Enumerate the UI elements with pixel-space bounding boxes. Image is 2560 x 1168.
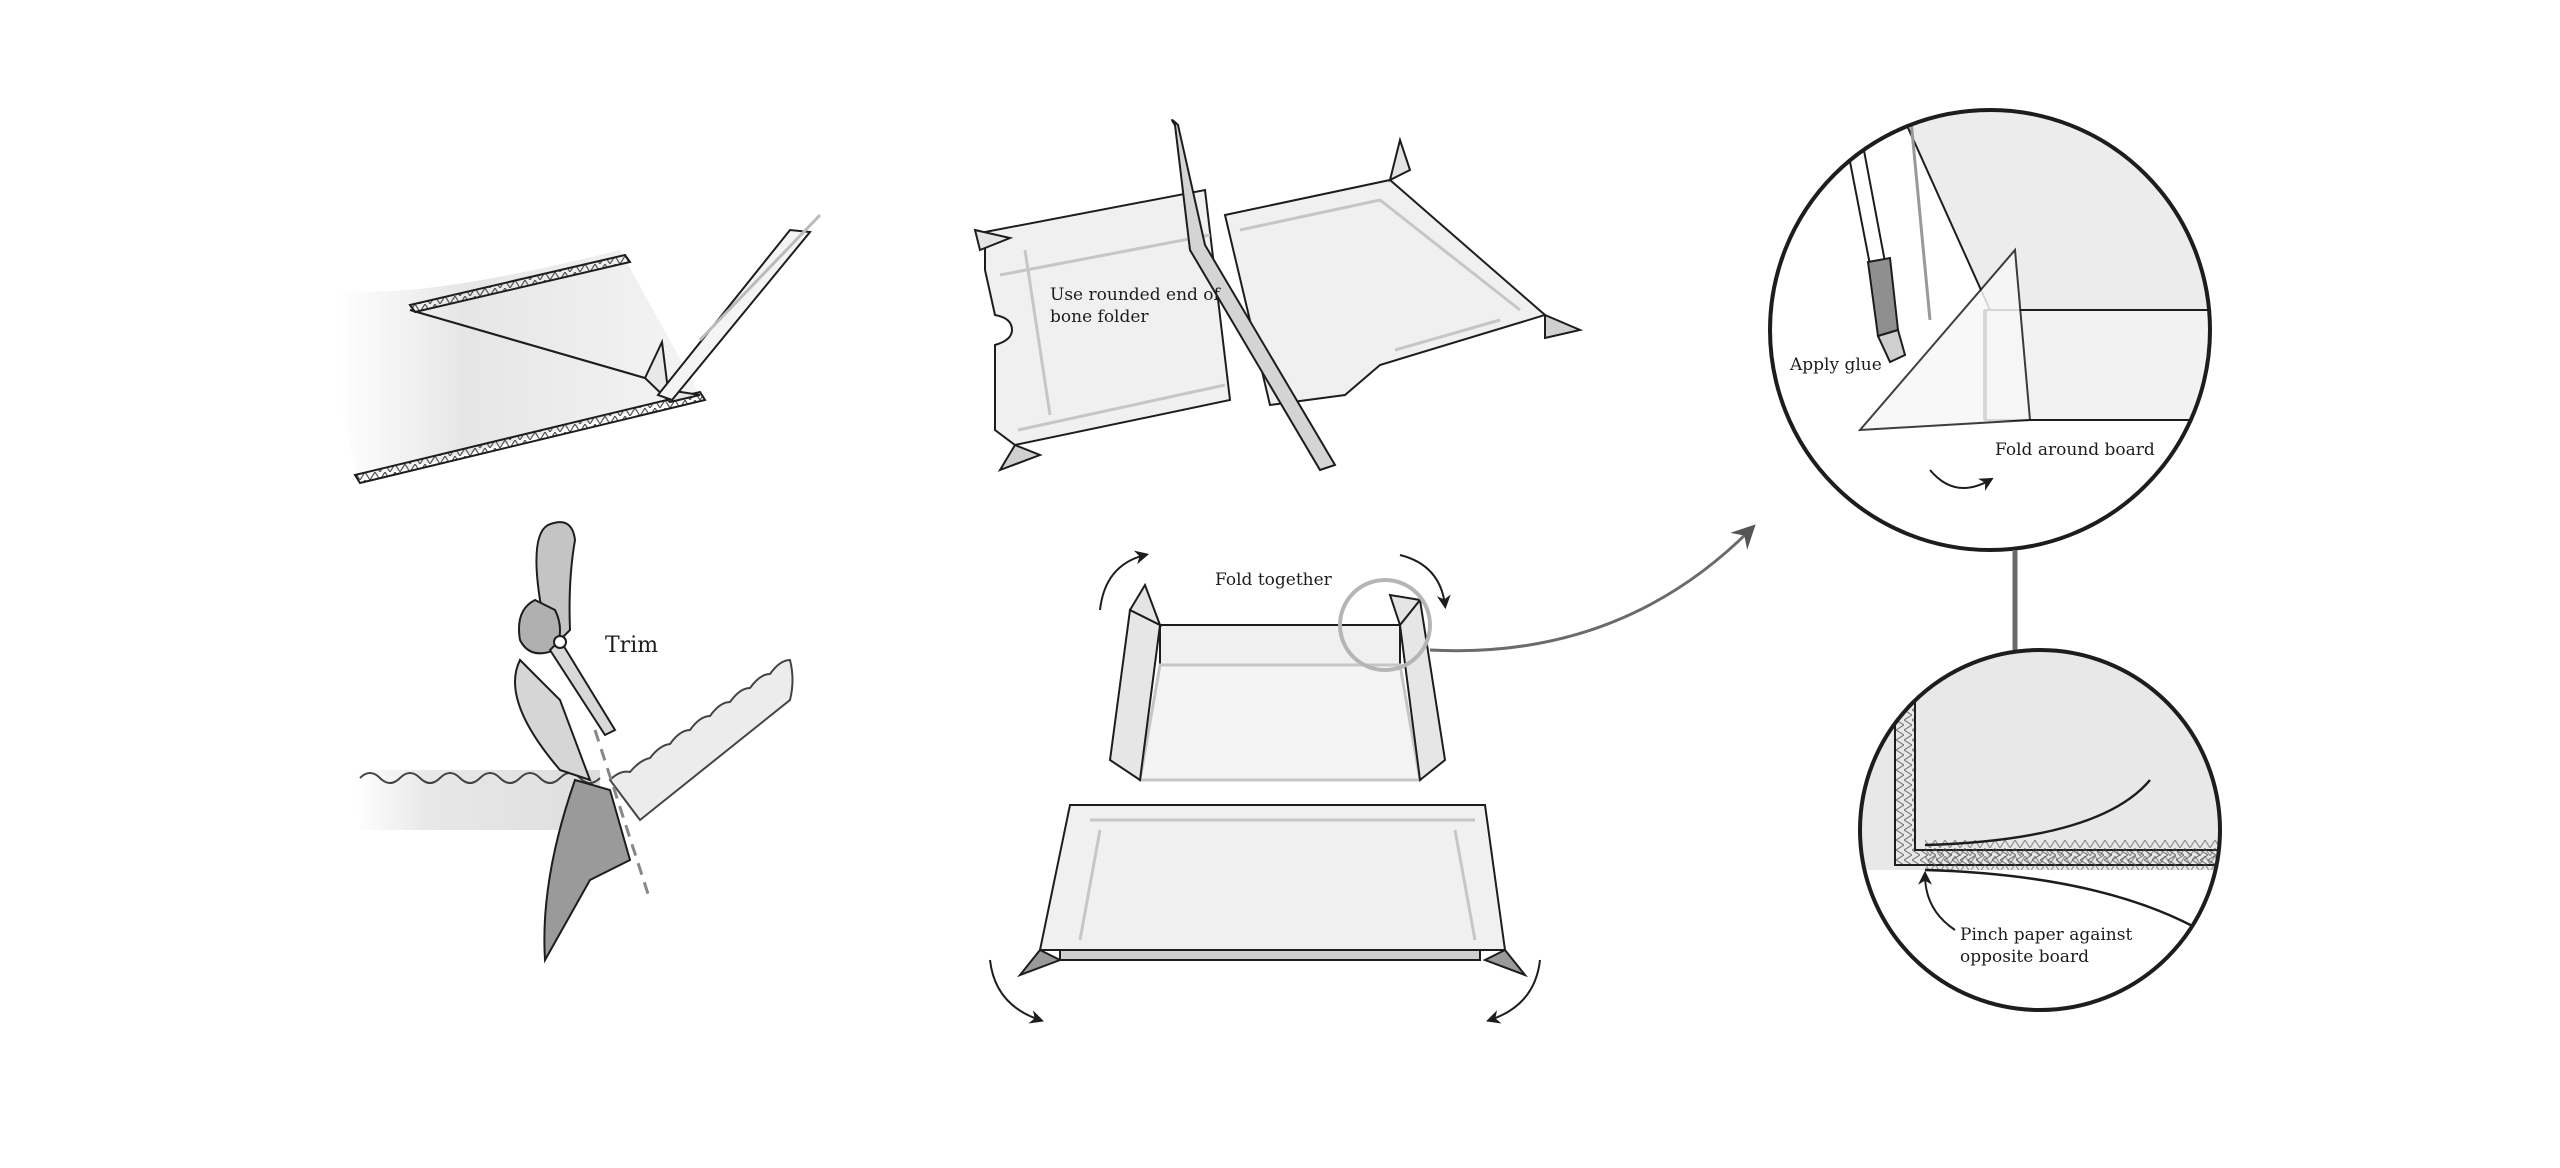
tool-highlight [700, 215, 820, 340]
corner-tab [1020, 950, 1060, 975]
step4-fold-together-illustration: Fold together [990, 555, 1540, 1020]
detail2-pinch-paper-illustration: Pinch paper against opposite board [1860, 650, 2230, 1010]
corner-tab [1390, 140, 1410, 180]
fold-together-label: Fold together [1215, 570, 1333, 590]
pinch-label-line2: opposite board [1960, 947, 2089, 967]
corrugated-strip-right [610, 660, 793, 820]
corner-tab [1485, 950, 1525, 975]
box-front-lip [1060, 950, 1480, 960]
detail1-apply-glue-illustration: Apply glue Fold around board [1770, 108, 2240, 550]
box-back-wall [1160, 625, 1400, 665]
fold-around-board-label: Fold around board [1995, 440, 2155, 460]
step1-scoring-illustration [338, 215, 821, 483]
corner-tab [1545, 315, 1580, 338]
pinch-label-line1: Pinch paper against [1960, 925, 2132, 945]
trim-label: Trim [605, 633, 658, 658]
callout-connector-arrow [1430, 530, 1750, 651]
corner-tab [1000, 445, 1040, 470]
bone-folder-label-line1: Use rounded end of [1050, 285, 1222, 305]
box-floor [1140, 665, 1420, 780]
scoring-tool-icon [658, 230, 810, 400]
step3-bone-folder-illustration: Use rounded end of bone folder [975, 120, 1580, 470]
box-base [1040, 805, 1505, 950]
apply-glue-label: Apply glue [1789, 355, 1882, 375]
bone-folder-label-line2: bone folder [1050, 307, 1149, 327]
step2-trim-illustration [355, 522, 793, 960]
